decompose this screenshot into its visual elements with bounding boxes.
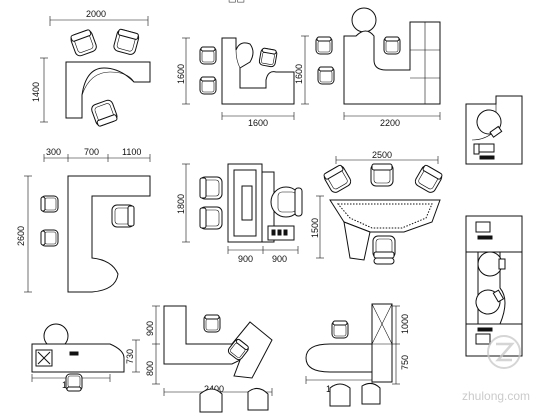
dim-bottom-mid-h1: 900 <box>145 321 155 336</box>
dim-top-right-width: 2200 <box>380 118 400 128</box>
dim-bottom-right-h1: 1000 <box>400 314 410 334</box>
dim-center-w1: 900 <box>238 254 253 264</box>
watermark-text: zhulong.com <box>462 389 530 403</box>
dim-mid-left-w1: 300 <box>46 147 61 157</box>
dim-top-mid-height: 1600 <box>176 64 186 84</box>
manager-desk-block: 1800 900 900 <box>176 163 303 264</box>
curved-desk-block: 1000 750 1800 <box>305 303 410 407</box>
reception-desk-block: 2500 1500 <box>310 150 445 265</box>
bottom-l-desk-block: 900 800 2400 <box>145 305 273 413</box>
dim-bottom-mid-h2: 800 <box>145 361 155 376</box>
dim-center-w2: 900 <box>272 254 287 264</box>
corner-workstation-top <box>465 95 523 165</box>
dim-bottom-right-h2: 750 <box>400 355 410 370</box>
dim-mid-left-height: 2600 <box>16 226 26 246</box>
dim-center-height: 1800 <box>176 194 186 214</box>
watermark: zhulong.com <box>462 335 530 403</box>
l-desk-block: 300 700 1100 2600 <box>16 147 151 293</box>
workstation-cabinet-block: 1600 2200 <box>294 7 441 128</box>
dim-mid-left-w3: 1100 <box>122 147 141 157</box>
svg-text:▭▭: ▭▭ <box>228 0 245 5</box>
dim-top-mid-width: 1600 <box>248 118 268 128</box>
executive-desk-block: 2000 1400 <box>31 9 151 128</box>
dim-bottom-left-height: 730 <box>125 349 135 364</box>
dim-reception-width: 2500 <box>372 150 392 160</box>
l-workstation-block: ▭▭ 1600 1600 <box>176 0 295 128</box>
dim-reception-height: 1500 <box>310 218 320 238</box>
computer-desk-block: 730 1800 <box>31 323 140 392</box>
cluster-workstation <box>465 215 523 357</box>
dim-top-left-width: 2000 <box>86 9 106 19</box>
dim-top-left-height: 1400 <box>31 82 41 102</box>
dim-top-right-height: 1600 <box>294 64 304 84</box>
dim-mid-left-w2: 700 <box>84 147 99 157</box>
